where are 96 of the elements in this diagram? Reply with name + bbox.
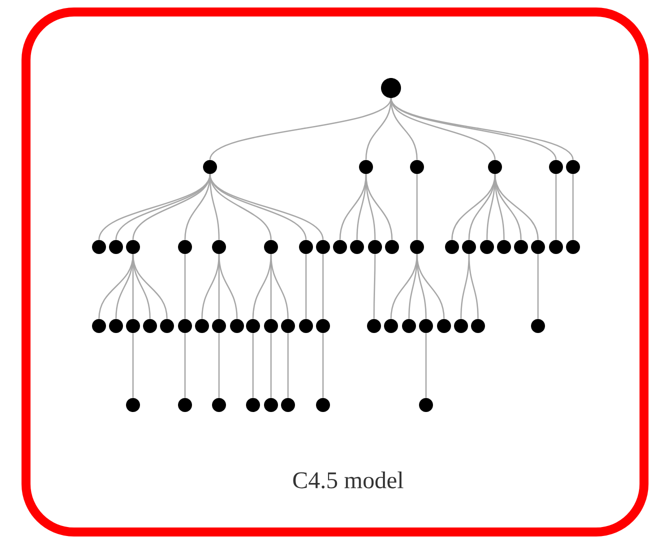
tree-node bbox=[350, 240, 364, 254]
tree-branch bbox=[468, 174, 496, 240]
tree-node bbox=[299, 319, 313, 333]
tree-node bbox=[109, 240, 123, 254]
tree-branch bbox=[322, 333, 324, 398]
tree-node bbox=[384, 319, 398, 333]
tree-branch bbox=[555, 174, 557, 240]
tree-branch bbox=[184, 254, 186, 319]
tree-branch bbox=[572, 174, 574, 240]
tree-branch bbox=[537, 254, 539, 319]
tree-node bbox=[126, 240, 140, 254]
tree-node bbox=[212, 240, 226, 254]
tree-node bbox=[368, 240, 382, 254]
tree-node bbox=[531, 240, 545, 254]
tree-node bbox=[281, 398, 295, 412]
tree-branch bbox=[305, 254, 307, 319]
tree-node bbox=[281, 319, 295, 333]
tree-branch bbox=[416, 174, 418, 240]
tree-node bbox=[203, 160, 217, 174]
tree-branch bbox=[252, 254, 272, 319]
tree-node bbox=[566, 240, 580, 254]
tree-node bbox=[178, 319, 192, 333]
tree-branch bbox=[425, 333, 427, 398]
tree-node bbox=[92, 240, 106, 254]
tree-node bbox=[480, 240, 494, 254]
tree-branch bbox=[218, 254, 238, 319]
tree-node bbox=[92, 319, 106, 333]
tree-node bbox=[316, 240, 330, 254]
tree-branch bbox=[373, 254, 376, 319]
tree-node bbox=[385, 240, 399, 254]
tree-node bbox=[359, 160, 373, 174]
tree-branch bbox=[390, 98, 496, 160]
tree-branch bbox=[287, 333, 289, 398]
tree-node bbox=[264, 240, 278, 254]
tree-node bbox=[195, 319, 209, 333]
tree-node bbox=[212, 319, 226, 333]
tree-branch bbox=[494, 174, 539, 240]
tree-node bbox=[264, 398, 278, 412]
tree-node bbox=[212, 398, 226, 412]
tree-node bbox=[126, 319, 140, 333]
tree-branch bbox=[252, 333, 254, 398]
tree-node bbox=[126, 398, 140, 412]
tree-branch bbox=[416, 254, 445, 319]
tree-node bbox=[497, 240, 511, 254]
tree-node bbox=[264, 319, 278, 333]
tree-node bbox=[160, 319, 174, 333]
tree-branch bbox=[390, 254, 418, 319]
tree-node bbox=[454, 319, 468, 333]
tree-node bbox=[402, 319, 416, 333]
tree-node bbox=[178, 240, 192, 254]
tree-node bbox=[437, 319, 451, 333]
tree-branch bbox=[365, 98, 392, 160]
tree-node bbox=[143, 319, 157, 333]
tree-branch bbox=[451, 174, 496, 240]
tree-node bbox=[471, 319, 485, 333]
tree-node bbox=[230, 319, 244, 333]
tree-branch bbox=[132, 254, 168, 319]
tree-node bbox=[488, 160, 502, 174]
tree-node bbox=[299, 240, 313, 254]
tree-node bbox=[531, 319, 545, 333]
tree-node bbox=[566, 160, 580, 174]
tree-node bbox=[367, 319, 381, 333]
tree-branch bbox=[201, 254, 220, 319]
caption: C4.5 model bbox=[293, 472, 404, 488]
tree-node bbox=[514, 240, 528, 254]
tree-branch bbox=[184, 174, 211, 240]
tree-branch bbox=[365, 174, 393, 240]
tree-node bbox=[419, 319, 433, 333]
tree-branch bbox=[270, 333, 272, 398]
tree-node bbox=[410, 240, 424, 254]
tree-node bbox=[419, 398, 433, 412]
tree-branch bbox=[98, 174, 211, 240]
tree-node bbox=[316, 398, 330, 412]
tree-branch bbox=[339, 174, 367, 240]
tree-node bbox=[410, 160, 424, 174]
tree-node bbox=[246, 319, 260, 333]
tree-branch bbox=[115, 254, 134, 319]
tree-node bbox=[333, 240, 347, 254]
tree-branch bbox=[132, 333, 134, 398]
tree-node bbox=[246, 398, 260, 412]
tree-branch bbox=[218, 333, 220, 398]
tree-node bbox=[445, 240, 459, 254]
tree-node bbox=[381, 78, 401, 98]
tree-branch bbox=[209, 98, 392, 160]
tree-node bbox=[549, 160, 563, 174]
tree-branch bbox=[270, 254, 289, 319]
tree-node bbox=[178, 398, 192, 412]
tree-node bbox=[109, 319, 123, 333]
tree-branch bbox=[132, 174, 211, 240]
tree-node bbox=[462, 240, 476, 254]
tree-branch bbox=[468, 254, 479, 319]
tree-branch bbox=[184, 333, 186, 398]
tree-node bbox=[316, 319, 330, 333]
tree-branch bbox=[98, 254, 134, 319]
tree-branch bbox=[322, 254, 324, 319]
tree-node bbox=[549, 240, 563, 254]
